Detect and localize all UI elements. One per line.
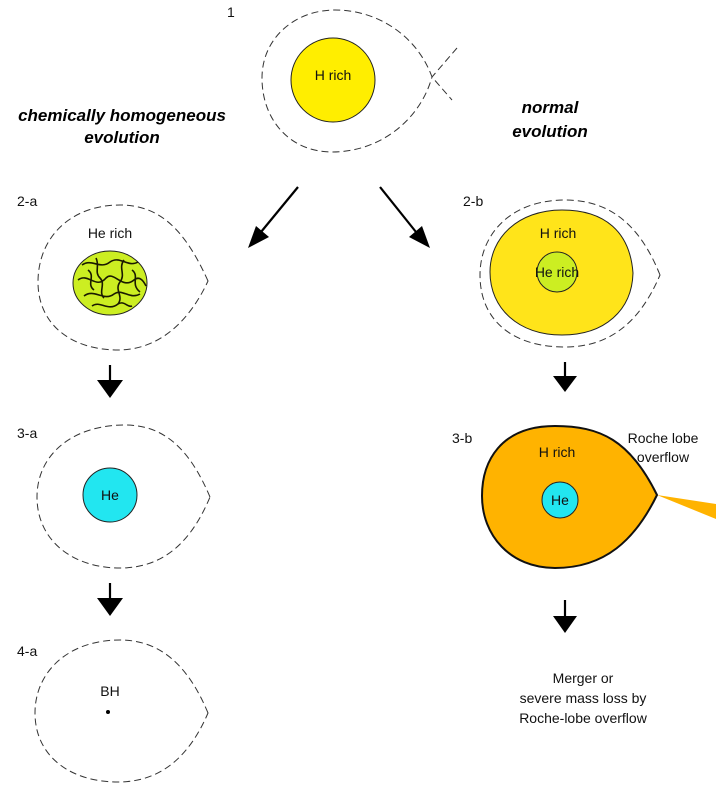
arrow-to-2b — [379, 186, 430, 248]
stage-1-h-rich-star — [290, 37, 376, 123]
stage-4a-roche-lobe — [34, 639, 209, 783]
stage-2b: 2-b H rich He rich — [463, 193, 661, 348]
arrow-2a-3a — [97, 365, 123, 398]
stage-2b-core-text: He rich — [535, 264, 579, 280]
right-heading-line2: evolution — [512, 122, 588, 141]
stage-2b-roche-lobe — [479, 199, 661, 348]
stage-2a-mixed-core — [72, 250, 148, 316]
right-heading-line1: normal — [522, 98, 580, 117]
stage-2a-roche-lobe — [37, 204, 209, 351]
overflow-stream — [657, 495, 716, 519]
left-heading: chemically homogeneous evolution — [18, 106, 226, 147]
roche-overflow-note-line1: Roche lobe — [628, 430, 699, 446]
outcome-line2: severe mass loss by — [520, 690, 647, 706]
arrow-to-2a — [248, 186, 299, 248]
left-heading-line2: evolution — [84, 128, 160, 147]
outcome-line3: Roche-lobe overflow — [519, 710, 648, 726]
arrow-2b-3b — [553, 362, 577, 392]
stage-2b-he-core — [536, 251, 578, 293]
right-heading: normal evolution — [512, 98, 588, 141]
stage-3b-outer-text: H rich — [539, 444, 576, 460]
stage-3a-core-text: He — [101, 487, 119, 503]
stage-1: 1 H rich — [227, 4, 458, 153]
stage-3a-roche-lobe — [36, 424, 211, 569]
stage-3a-he-core — [82, 467, 138, 523]
stage-2a-label: 2-a — [17, 193, 37, 209]
black-hole-dot-icon — [106, 710, 110, 714]
stage-3b: 3-b H rich He Roche lobe overflow — [452, 424, 716, 570]
stage-4a-text: BH — [100, 683, 119, 699]
arrow-3b-outcome — [553, 600, 577, 633]
stage-1-roche-lobe — [261, 9, 458, 153]
stage-2b-label: 2-b — [463, 193, 483, 209]
stage-1-core-text: H rich — [315, 67, 352, 83]
mixing-swirls-icon — [77, 257, 147, 308]
stage-2b-outer-text: H rich — [540, 225, 577, 241]
roche-overflow-note-line2: overflow — [637, 449, 690, 465]
stage-1-label: 1 — [227, 4, 235, 20]
arrow-3a-4a — [97, 583, 123, 616]
outcome-line1: Merger or — [553, 670, 614, 686]
stage-4a-label: 4-a — [17, 643, 37, 659]
stage-3b-label: 3-b — [452, 430, 472, 446]
stage-4a: 4-a BH — [17, 639, 209, 783]
left-heading-line1: chemically homogeneous — [18, 106, 226, 125]
stage-2a: 2-a He rich — [17, 193, 209, 351]
stage-3b-he-core — [541, 481, 579, 519]
stage-2a-text: He rich — [88, 225, 132, 241]
stage-3a: 3-a He — [17, 424, 211, 569]
stage-3a-label: 3-a — [17, 425, 37, 441]
outcome-text: Merger or severe mass loss by Roche-lobe… — [519, 670, 648, 726]
stage-3b-core-text: He — [551, 492, 569, 508]
